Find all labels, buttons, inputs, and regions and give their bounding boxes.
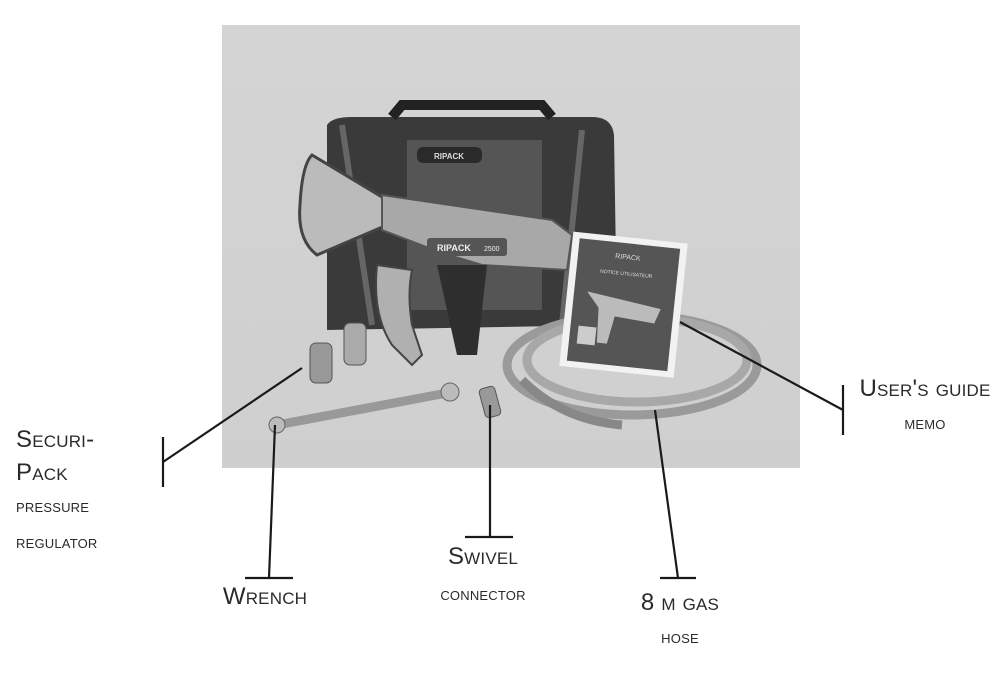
securipack-label-line3: pressure: [16, 496, 90, 517]
bag-brand-logo: RIPACK: [434, 152, 464, 161]
users-guide-memo: RIPACK NOTICE UTILISATEUR: [559, 231, 688, 378]
swivel-label-line2: connector: [440, 584, 526, 605]
heat-gun: RIPACK 2500: [298, 153, 574, 367]
gun-model-label: 2500: [484, 246, 500, 253]
securipack-regulator: [309, 322, 367, 384]
product-kit-photo: RIPACK RIPACK 2500 RIPACK NOTICE UTILISA…: [222, 25, 800, 468]
hose-label-line1: 8 m gas: [640, 589, 720, 616]
wrench: [272, 388, 452, 430]
securipack-label-line2: Pack: [16, 459, 68, 486]
securipack-label-line1: Securi-: [16, 426, 95, 453]
guide-label-line1: User's guide: [859, 375, 991, 402]
wrench-label: Wrench: [222, 583, 308, 610]
gun-brand-logo: RIPACK: [437, 243, 471, 253]
swivel-label-line1: Swivel: [447, 543, 519, 570]
manual-brand: RIPACK: [615, 253, 641, 263]
manual-title: NOTICE UTILISATEUR: [600, 269, 653, 280]
hose-label-line2: hose: [661, 627, 699, 648]
guide-label-line2: memo: [904, 413, 946, 434]
securipack-label-line4: regulator: [16, 532, 98, 553]
